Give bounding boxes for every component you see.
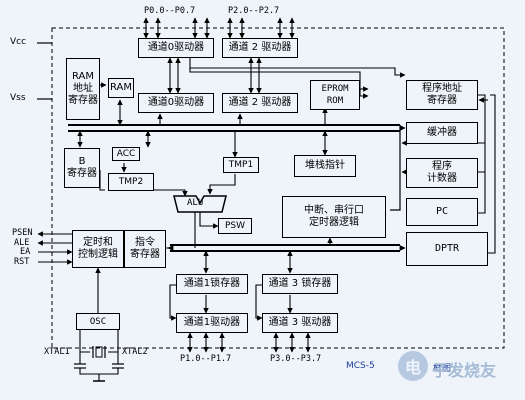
ram-address-register: RAM 地址 寄存器: [66, 58, 100, 120]
port3-driver: 通道 3 驱动器: [262, 313, 338, 333]
port-p0-label: P0.0--P0.7: [144, 6, 196, 16]
program-address-register: 程序地址 寄存器: [406, 80, 478, 110]
port0-driver-mid: 通道0驱动器: [138, 93, 214, 113]
watermark-text: 子发烧友: [432, 361, 497, 380]
timing-and-control-logic: 定时和 控制逻辑: [72, 230, 124, 268]
psen-pin-label: PSEN: [12, 228, 33, 238]
stack-pointer: 堆栈指针: [294, 155, 356, 177]
eprom-rom: EPROM ROM: [310, 80, 360, 110]
alu-label: ALU: [187, 198, 204, 208]
buffer: 缓冲器: [406, 122, 478, 144]
port1-latch: 通道1锁存器: [176, 274, 248, 294]
port1-driver: 通道1驱动器: [176, 313, 248, 333]
port-p2-label: P2.0--P2.7: [228, 6, 280, 16]
ea-pin-label: EA: [20, 247, 31, 257]
port2-driver-mid: 通道 2 驱动器: [222, 93, 298, 113]
xtal2-pin-label: XTAL2: [122, 347, 148, 357]
port-p3-label: P3.0--P3.7: [270, 354, 322, 364]
tmp1-register: TMP1: [223, 157, 259, 173]
port-p1-label: P1.0--P1.7: [180, 354, 232, 364]
xtal1-pin-label: XTAL1: [44, 347, 70, 357]
program-counter-incrementer: 程序 计数器: [406, 158, 478, 188]
psw-register: PSW: [218, 218, 252, 234]
watermark-logo: 电: [398, 351, 428, 381]
accumulator: ACC: [112, 147, 140, 161]
alu-shape: [173, 195, 227, 213]
program-counter: PC: [406, 198, 478, 226]
vcc-pin-label: Vcc: [10, 37, 27, 47]
port3-latch: 通道 3 锁存器: [262, 274, 338, 294]
tmp2-register: TMP2: [108, 173, 154, 191]
instruction-register: 指令 寄存器: [124, 230, 166, 268]
port0-driver-top: 通道0驱动器: [138, 38, 214, 58]
rst-pin-label: RST: [14, 257, 30, 267]
diagram-caption: MCS-5: [346, 361, 375, 371]
dptr-register: DPTR: [406, 232, 488, 266]
vss-pin-label: Vss: [10, 93, 26, 103]
oscillator: OSC: [76, 313, 120, 330]
b-register: B 寄存器: [64, 148, 100, 188]
diagram-caption-tail: 框图: [433, 364, 452, 374]
ram-block: RAM: [108, 78, 134, 98]
interrupt-serial-timer-logic: 中断、串行口 定时器逻辑: [282, 196, 386, 238]
port2-driver-top: 通道 2 驱动器: [222, 38, 298, 58]
ale-pin-label: ALE: [14, 238, 30, 248]
